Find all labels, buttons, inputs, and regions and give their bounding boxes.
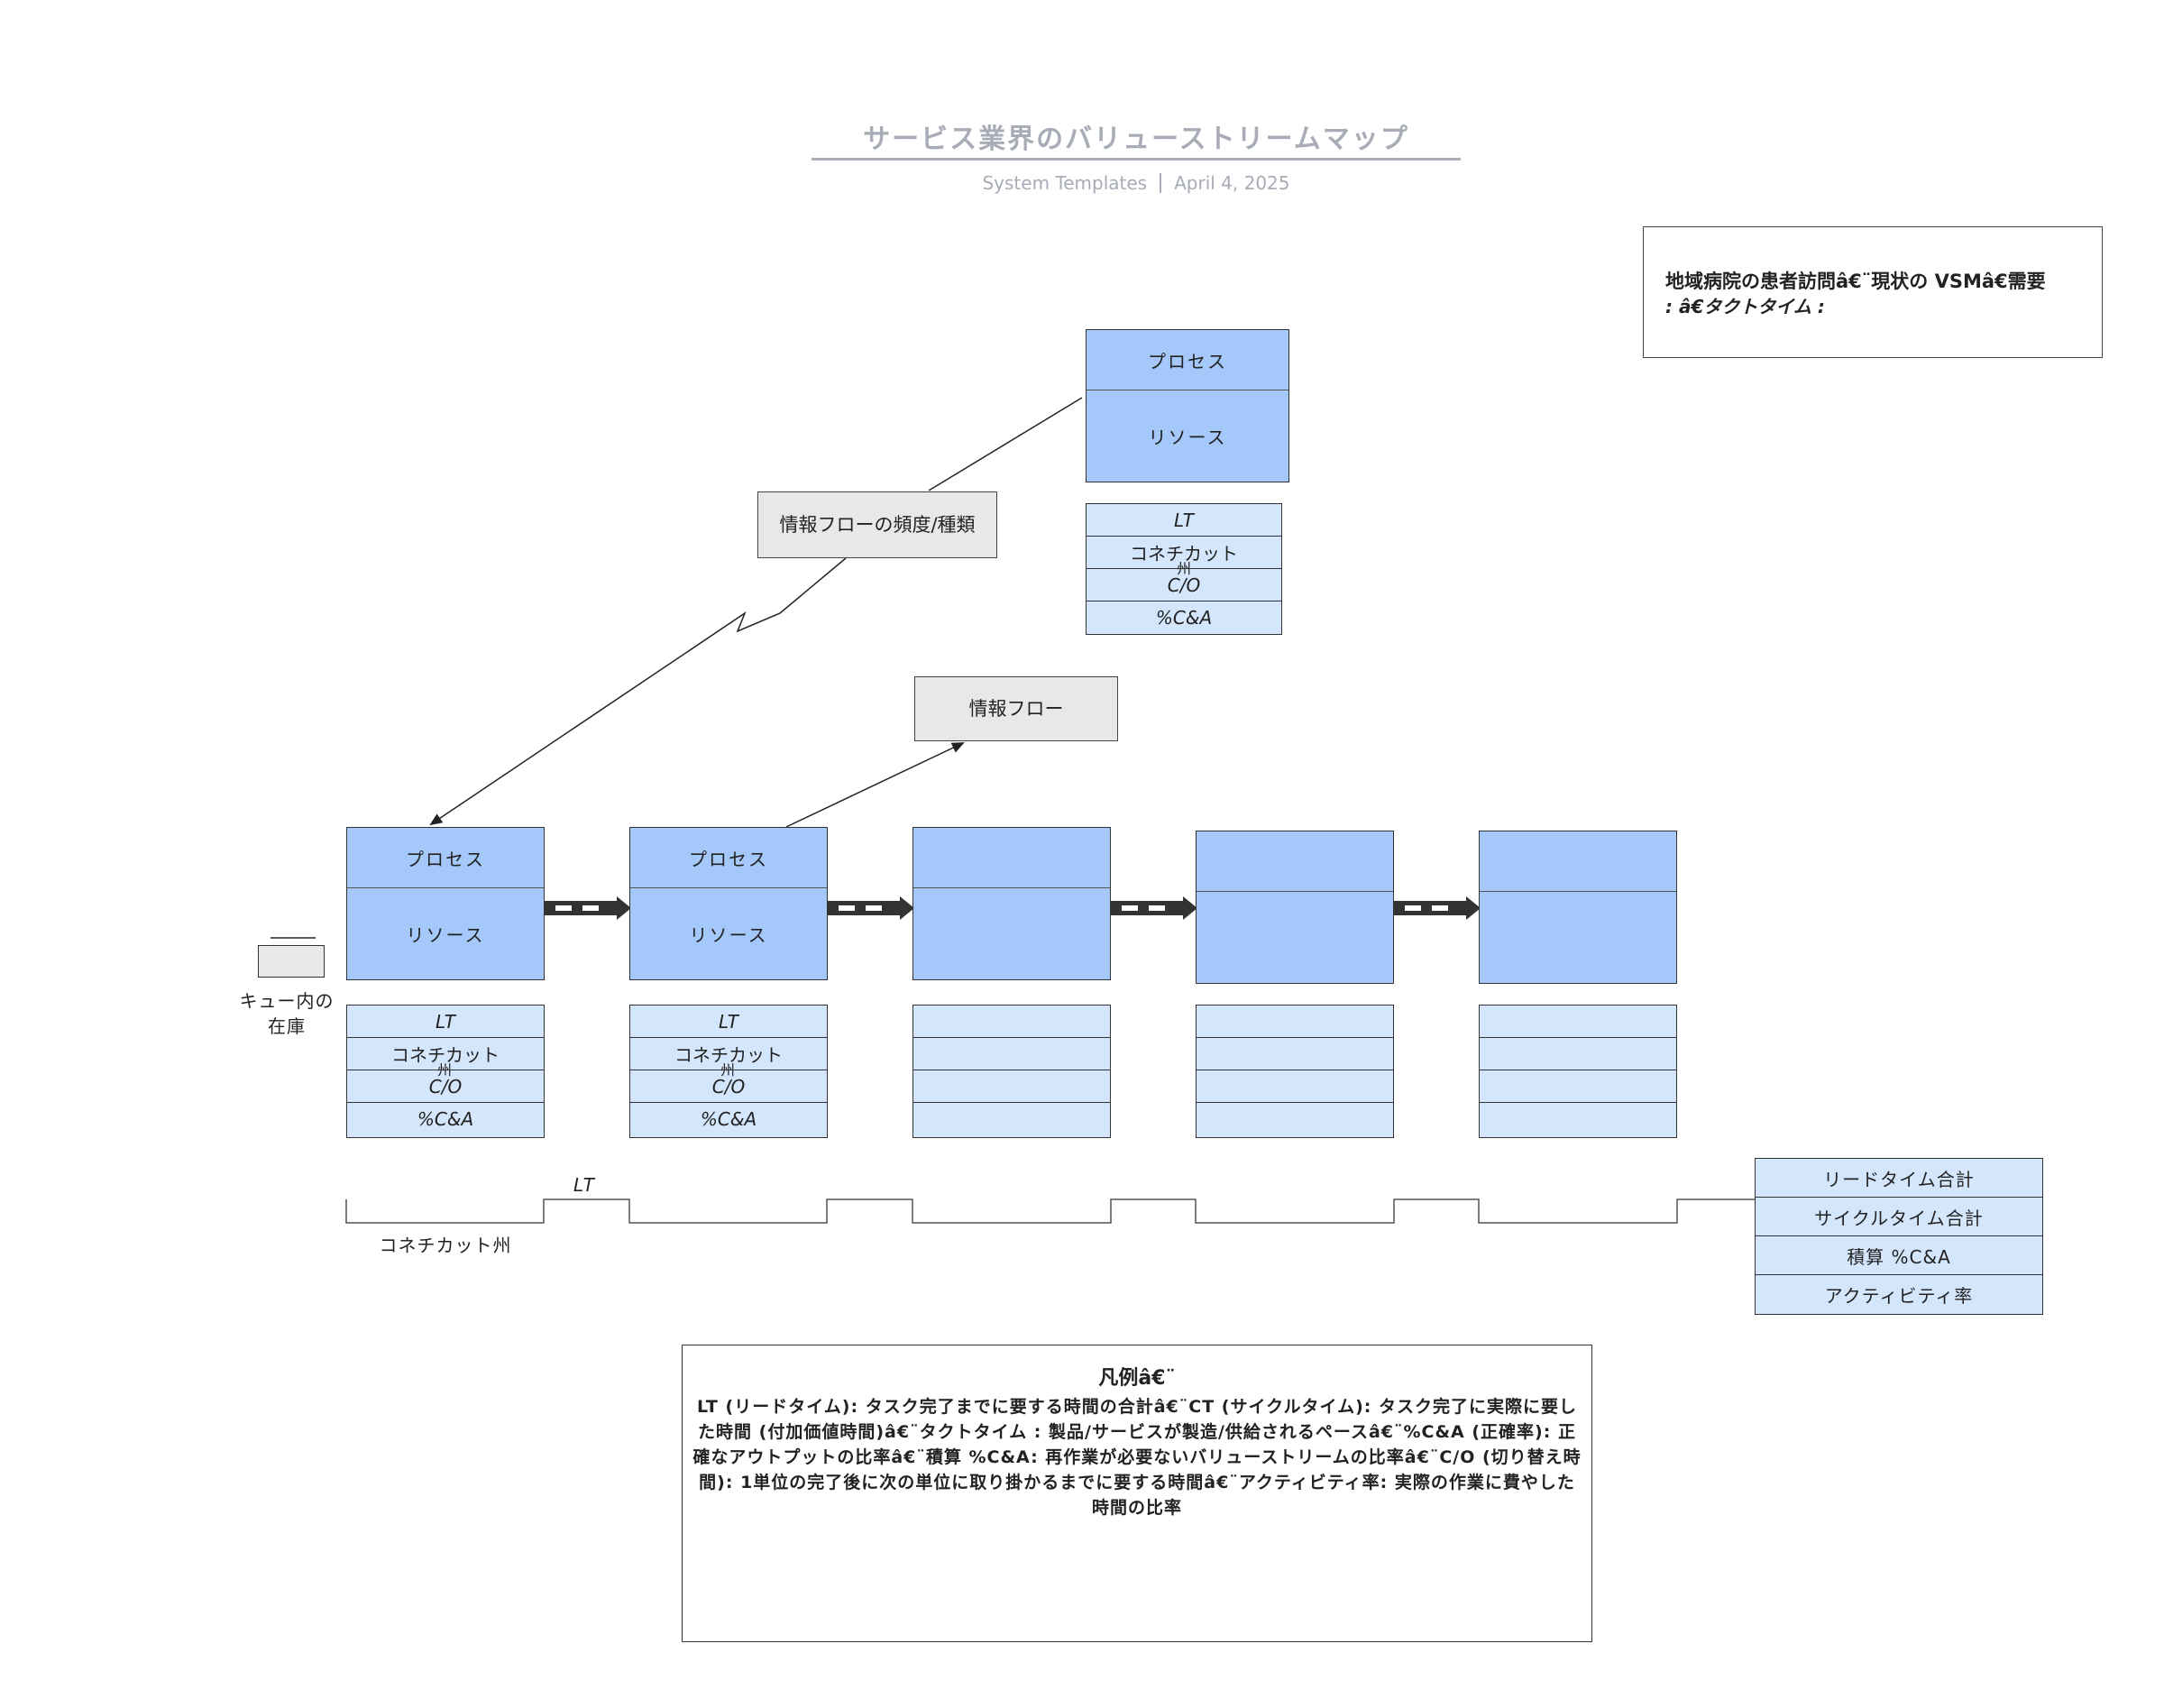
inventory-label: キュー内の在庫: [239, 990, 335, 1037]
table-lt-2: LT: [630, 1006, 827, 1038]
top-table-ca: %C&A: [1155, 607, 1213, 629]
process-label-3: [913, 828, 1110, 888]
process-box-2[interactable]: プロセス リソース: [629, 827, 828, 980]
cumulative-ca: 積算 %C&A: [1756, 1236, 2042, 1275]
info-flow-frequency-box[interactable]: 情報フローの頻度/種類: [757, 491, 997, 558]
process-box-5[interactable]: [1479, 831, 1677, 984]
process-label-2: プロセス: [630, 828, 827, 888]
table-state-2: コネチカット州: [630, 1038, 827, 1079]
table-co-5: [1480, 1070, 1676, 1103]
push-arrow-2: [828, 896, 914, 920]
resource-label-3: [913, 887, 1110, 979]
table-lt-1: LT: [347, 1006, 544, 1038]
table-ca-2: %C&A: [700, 1108, 757, 1130]
subtitle: System Templates April 4, 2025: [812, 170, 1461, 197]
info-box-line1: 地域病院の患者訪問â€¨現状の VSMâ€需要: [1665, 271, 2046, 292]
info-box-line2: : â€タクトタイム :: [1665, 296, 1825, 317]
info-line-upper: [928, 397, 1083, 491]
top-process-box[interactable]: プロセス リソース: [1086, 329, 1289, 482]
vsm-info-box[interactable]: 地域病院の患者訪問â€¨現状の VSMâ€需要 : â€タクトタイム :: [1643, 226, 2103, 358]
electronic-flow-line: [429, 557, 847, 826]
data-table-1[interactable]: LT コネチカット州 C/O %C&A: [346, 1005, 545, 1138]
top-process-label: プロセス: [1087, 330, 1288, 390]
process-label-4: [1197, 831, 1393, 892]
subtitle-source: System Templates: [982, 172, 1148, 194]
data-table-2[interactable]: LT コネチカット州 C/O %C&A: [629, 1005, 828, 1138]
top-table-lt: LT: [1087, 504, 1281, 537]
table-co-1: C/O: [347, 1070, 544, 1103]
table-co-2: C/O: [630, 1070, 827, 1103]
subtitle-separator: [1160, 173, 1162, 193]
data-table-3[interactable]: [912, 1005, 1111, 1138]
table-ca-5: [1480, 1103, 1676, 1135]
push-arrow-4: [1394, 896, 1481, 920]
info-flow-box[interactable]: 情報フロー: [914, 676, 1118, 741]
push-arrow-3: [1111, 896, 1197, 920]
top-table-state: コネチカット州: [1087, 537, 1281, 577]
top-table-co: C/O: [1087, 569, 1281, 601]
top-table-state-text: コネチカット: [1130, 543, 1238, 565]
top-resource-label: リソース: [1148, 426, 1227, 448]
table-co-4: [1197, 1070, 1393, 1103]
resource-label-4: [1197, 891, 1393, 983]
legend-body: LT (リードタイム): タスク完了までに要する時間の合計â€¨CT (サイクル…: [692, 1397, 1582, 1518]
legend-title: 凡例â€¨: [1098, 1367, 1176, 1390]
table-state-4: [1197, 1038, 1393, 1070]
table-state-overflow-1: 州: [437, 1061, 453, 1079]
table-ca-1: %C&A: [417, 1108, 474, 1130]
table-lt-4: [1197, 1006, 1393, 1038]
inventory-icon[interactable]: [258, 945, 325, 978]
total-lead-time: リードタイム合計: [1756, 1159, 2042, 1198]
table-ca-3: [913, 1103, 1110, 1135]
total-cycle-time: サイクルタイム合計: [1756, 1198, 2042, 1236]
totals-table[interactable]: リードタイム合計 サイクルタイム合計 積算 %C&A アクティビティ率: [1755, 1158, 2043, 1315]
top-data-table[interactable]: LT コネチカット州 C/O %C&A: [1086, 503, 1282, 635]
data-table-5[interactable]: [1479, 1005, 1677, 1138]
process-label-5: [1480, 831, 1676, 892]
table-ca-4: [1197, 1103, 1393, 1135]
table-state-3: [913, 1038, 1110, 1070]
info-flow-arrow: [785, 742, 965, 828]
table-state-text-2: コネチカット: [674, 1044, 783, 1066]
table-lt-3: [913, 1006, 1110, 1038]
timeline-lt-label: LT: [573, 1174, 595, 1196]
process-box-1[interactable]: プロセス リソース: [346, 827, 545, 980]
table-state-overflow-2: 州: [720, 1061, 736, 1079]
process-box-4[interactable]: [1196, 831, 1394, 984]
table-state-text-1: コネチカット: [391, 1044, 500, 1066]
resource-label-2: リソース: [689, 923, 768, 946]
page-title: サービス業界のバリューストリームマップ: [812, 114, 1461, 161]
table-co-3: [913, 1070, 1110, 1103]
subtitle-date: April 4, 2025: [1174, 172, 1290, 194]
timeline-state-label: コネチカット州: [379, 1234, 512, 1256]
table-state-5: [1480, 1038, 1676, 1070]
process-box-3[interactable]: [912, 827, 1111, 980]
table-state-1: コネチカット州: [347, 1038, 544, 1079]
push-arrow-1: [545, 896, 631, 920]
resource-label-5: [1480, 891, 1676, 983]
data-table-4[interactable]: [1196, 1005, 1394, 1138]
timeline-line: [345, 1198, 1758, 1224]
legend-box[interactable]: 凡例â€¨ LT (リードタイム): タスク完了までに要する時間の合計â€¨CT…: [682, 1345, 1592, 1642]
table-lt-5: [1480, 1006, 1676, 1038]
activity-ratio: アクティビティ率: [1824, 1285, 1974, 1307]
top-table-state-overflow: 州: [1177, 560, 1192, 577]
resource-label-1: リソース: [406, 923, 485, 946]
process-label-1: プロセス: [347, 828, 544, 888]
